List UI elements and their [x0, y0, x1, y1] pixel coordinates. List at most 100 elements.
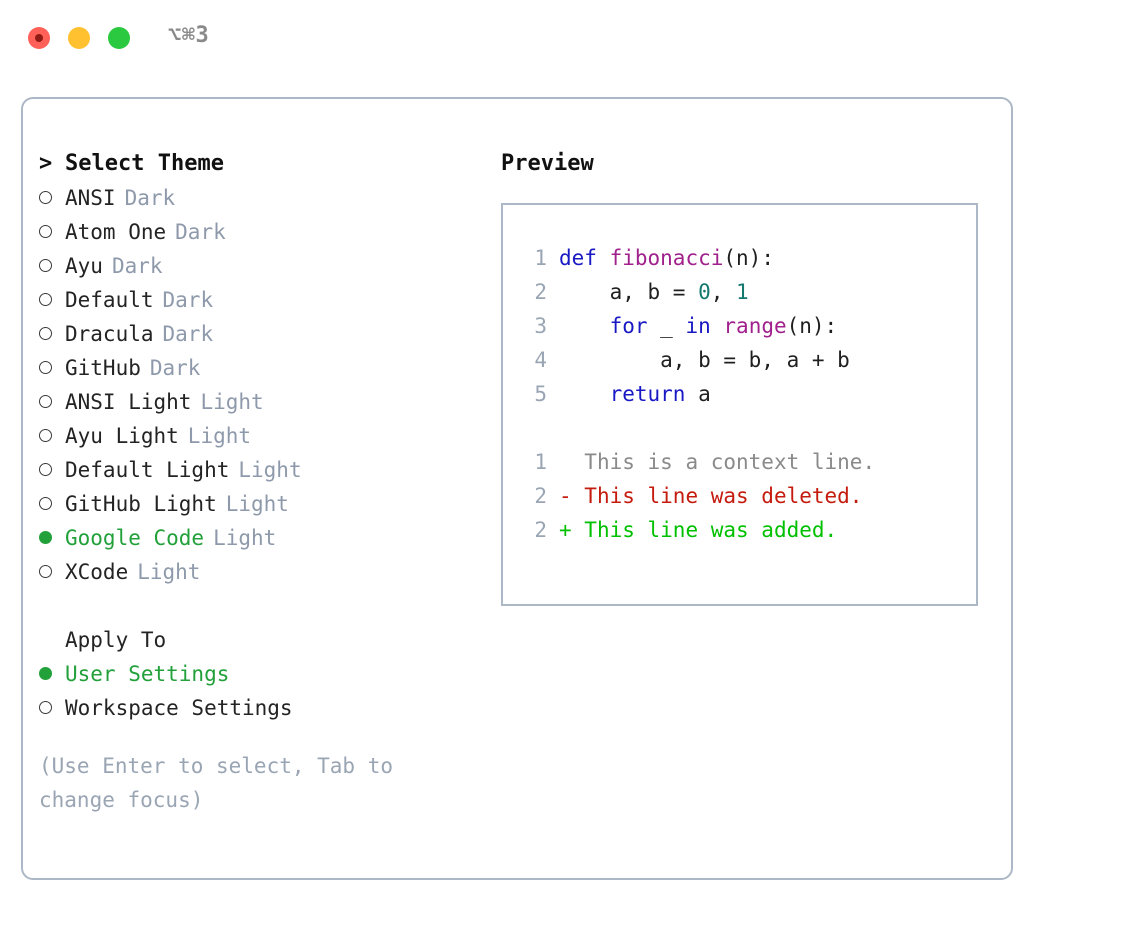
code-token — [559, 382, 610, 406]
radio-glyph — [39, 496, 52, 510]
theme-option-label: ANSI — [65, 186, 116, 210]
apply-to-header: Apply To — [65, 628, 167, 652]
apply-to-option-label: User Settings — [65, 662, 230, 686]
code-line: 3 for _ in range(n): — [503, 309, 976, 343]
theme-option-ansi-light[interactable]: ANSI Light Light — [39, 385, 489, 419]
window-titlebar: ⌥⌘3 — [0, 0, 1140, 78]
radio-unselected-icon — [39, 419, 65, 453]
theme-variant-badge: Light — [137, 560, 201, 584]
theme-variant-badge: Dark — [124, 186, 176, 210]
diff-line: 2+ This line was added. — [503, 513, 976, 547]
code-token: return — [609, 382, 686, 406]
diff-line-number: 2 — [534, 518, 547, 542]
diff-text: This line was deleted. — [571, 484, 863, 508]
radio-selected-icon — [39, 657, 65, 691]
code-token: , — [710, 280, 737, 304]
code-token: (n): — [723, 246, 774, 270]
code-line-number: 3 — [534, 314, 547, 338]
radio-unselected-icon — [39, 215, 65, 249]
code-token: 1 — [736, 280, 749, 304]
code-line-number: 1 — [534, 246, 547, 270]
theme-option-label: Default — [65, 288, 154, 312]
diff-line: 1 This is a context line. — [503, 445, 976, 479]
code-token — [559, 314, 610, 338]
keyboard-hint-text: (Use Enter to select, Tab to change focu… — [39, 754, 394, 812]
select-theme-header-label: Select Theme — [65, 151, 224, 176]
theme-option-ayu-light[interactable]: Ayu Light Light — [39, 419, 489, 453]
radio-unselected-icon — [39, 555, 65, 589]
apply-to-option-workspace-settings[interactable]: Workspace Settings — [39, 691, 489, 725]
radio-glyph — [39, 428, 52, 442]
theme-variant-badge: Light — [238, 458, 302, 482]
apply-to-option-user-settings[interactable]: User Settings — [39, 657, 489, 691]
theme-option-ansi[interactable]: ANSI Dark — [39, 181, 489, 215]
code-token: def — [559, 246, 597, 270]
theme-option-label: Ayu — [65, 254, 103, 278]
theme-option-default[interactable]: Default Dark — [39, 283, 489, 317]
minimize-window-button[interactable] — [68, 27, 90, 49]
keyboard-shortcut-label: ⌥⌘3 — [168, 23, 210, 48]
theme-variant-badge: Light — [200, 390, 264, 414]
radio-glyph — [39, 326, 52, 340]
diff-line-number: 1 — [534, 450, 547, 474]
list-spacer — [39, 589, 489, 623]
radio-unselected-icon — [39, 249, 65, 283]
diff-sign — [559, 450, 572, 474]
code-token: (n): — [786, 314, 838, 338]
select-theme-header: >Select Theme — [39, 147, 489, 181]
theme-option-label: GitHub — [65, 356, 141, 380]
diff-sample: 1 This is a context line.2- This line wa… — [503, 445, 976, 547]
theme-option-dracula[interactable]: Dracula Dark — [39, 317, 489, 351]
theme-option-label: Ayu Light — [65, 424, 179, 448]
theme-option-label: XCode — [65, 560, 129, 584]
code-token — [597, 246, 610, 270]
code-token: 0 — [698, 280, 711, 304]
theme-option-label: Dracula — [65, 322, 154, 346]
radio-glyph — [39, 224, 52, 238]
theme-variant-badge: Dark — [162, 288, 214, 312]
code-line: 5 return a — [503, 377, 976, 411]
theme-option-label: ANSI Light — [65, 390, 192, 414]
theme-option-label: Atom One — [65, 220, 167, 244]
close-window-button[interactable] — [28, 27, 50, 49]
diff-text: This is a context line. — [571, 450, 876, 474]
radio-unselected-icon — [39, 691, 65, 725]
maximize-window-button[interactable] — [108, 27, 130, 49]
radio-unselected-icon — [39, 385, 65, 419]
radio-glyph — [39, 666, 52, 680]
diff-line-number: 2 — [534, 484, 547, 508]
radio-glyph — [39, 394, 52, 408]
radio-glyph — [39, 360, 52, 374]
diff-sign: - — [559, 484, 572, 508]
radio-selected-icon — [39, 521, 65, 555]
code-token — [711, 314, 724, 338]
theme-option-xcode[interactable]: XCode Light — [39, 555, 489, 589]
radio-unselected-icon — [39, 351, 65, 385]
theme-variant-badge: Dark — [111, 254, 163, 278]
diff-line: 2- This line was deleted. — [503, 479, 976, 513]
apply-to-option-label: Workspace Settings — [65, 696, 293, 720]
code-token: _ — [647, 314, 686, 338]
radio-glyph — [39, 258, 52, 272]
code-token: in — [685, 314, 711, 338]
theme-option-github[interactable]: GitHub Dark — [39, 351, 489, 385]
radio-glyph — [39, 462, 52, 476]
theme-variant-badge: Dark — [162, 322, 214, 346]
radio-unselected-icon — [39, 487, 65, 521]
theme-option-ayu[interactable]: Ayu Dark — [39, 249, 489, 283]
theme-variant-badge: Light — [187, 424, 252, 448]
code-token: fibonacci — [609, 246, 724, 270]
radio-glyph — [39, 530, 52, 544]
theme-variant-badge: Light — [225, 492, 289, 516]
theme-variant-badge: Dark — [149, 356, 201, 380]
code-line-number: 2 — [534, 280, 547, 304]
